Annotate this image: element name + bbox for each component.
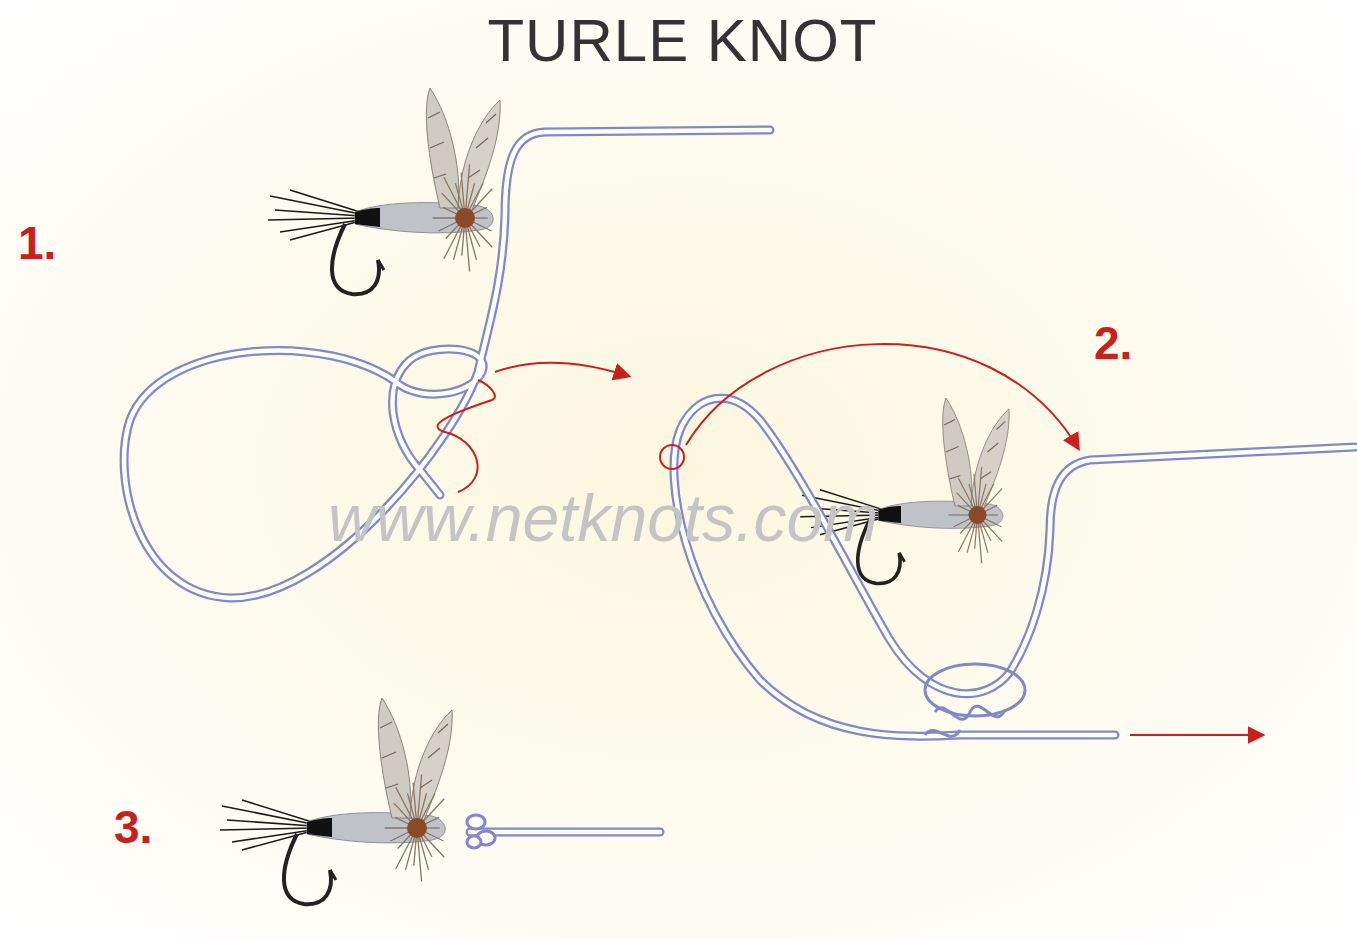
- step-number: 1.: [18, 216, 56, 270]
- watermark: www.netknots.com: [328, 480, 878, 556]
- step-number: 3.: [114, 800, 152, 854]
- diagram-title: TURLE KNOT: [4, 6, 1357, 75]
- step-number: 2.: [1094, 316, 1132, 370]
